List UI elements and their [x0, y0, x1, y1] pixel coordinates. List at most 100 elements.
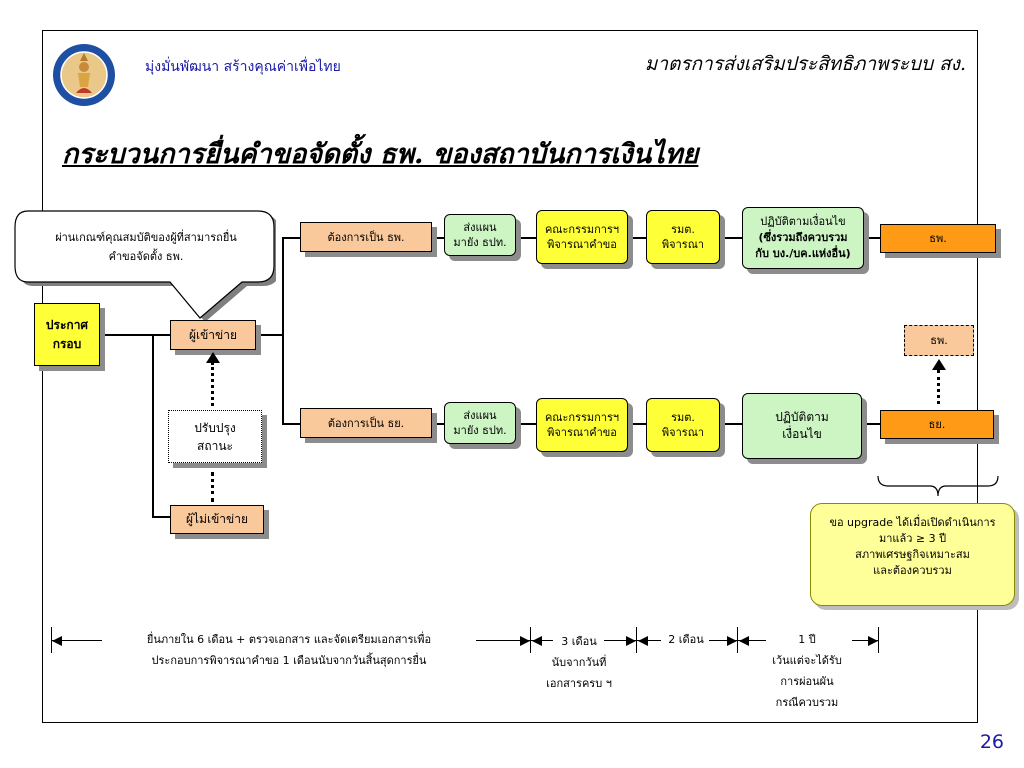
arrow-up-icon: [932, 359, 946, 370]
want-retail-bank-box: ต้องการเป็น ธย.: [300, 408, 432, 438]
connector: [282, 237, 284, 425]
box-line: พิจารณาคำขอ: [547, 238, 617, 251]
note-line: สภาพเศรษฐกิจเหมาะสม: [855, 548, 970, 561]
box-line: พิจารณา: [661, 238, 705, 251]
connector: [100, 334, 170, 336]
slide-frame: [42, 30, 978, 723]
send-plan-box-2: ส่งแผนมายัง ธปท.: [444, 402, 516, 444]
timeline-tick: [530, 627, 532, 653]
dotted-arrow-up: [211, 362, 214, 406]
box-label: ผู้เข้าข่าย: [188, 327, 238, 342]
timeline-label-3-months: 3 เดือน นับจากวันที่ เอกสารครบ ฯ: [534, 631, 624, 694]
box-line-part: (ซึ่งรวมถึง: [758, 231, 808, 244]
timeline-line: [637, 640, 661, 642]
timeline-label-1-year: 1 ปี เว้นแต่จะได้รับ การผ่อนผัน กรณีควบร…: [752, 629, 862, 713]
box-line: พิจารณาคำขอ: [547, 426, 617, 439]
bubble-text: ผ่านเกณฑ์คุณสมบัติของผู้ที่สามารถยื่น คำ…: [26, 228, 266, 266]
connector: [862, 423, 880, 425]
timeline-line-text: นับจากวันที่: [551, 656, 607, 669]
connector: [282, 423, 300, 425]
dotted-line: [211, 472, 214, 502]
connector: [864, 237, 880, 239]
timeline-label-2-months: 2 เดือน: [660, 629, 712, 650]
connector: [152, 516, 170, 518]
timeline-line: [604, 640, 636, 642]
timeline-line-text: ยื่นภายใน 6 เดือน + ตรวจเอกสาร และจัดเตร…: [146, 633, 432, 646]
box-line-part: ควบรวม: [807, 231, 848, 244]
box-line: สถานะ: [197, 438, 233, 453]
connector: [628, 423, 646, 425]
connector: [516, 237, 536, 239]
want-commercial-bank-box: ต้องการเป็น ธพ.: [300, 222, 432, 252]
timeline-line-text: ประกอบการพิจารณาคำขอ 1 เดือนนับจากวันสิ้…: [151, 654, 427, 667]
note-line: และต้องควบรวม: [873, 564, 952, 577]
slogan: มุ่งมั่นพัฒนา สร้างคุณค่าเพื่อไทย: [145, 59, 341, 75]
timeline-line: [738, 640, 766, 642]
bubble-line: คำขอจัดตั้ง ธพ.: [108, 250, 184, 263]
box-label: ผู้ไม่เข้าข่าย: [186, 512, 248, 526]
box-line: ปรับปรุง: [194, 420, 236, 435]
timeline-tick: [51, 627, 53, 653]
result-commercial-bank-box: ธพ.: [880, 224, 996, 253]
connector: [152, 334, 154, 518]
box-label: ธย.: [928, 418, 946, 431]
connector: [628, 237, 646, 239]
note-line: มาแล้ว ≥ 3 ปี: [878, 532, 947, 545]
timeline-tick: [636, 627, 638, 653]
connector: [256, 334, 284, 336]
not-eligible-box: ผู้ไม่เข้าข่าย: [170, 505, 264, 534]
box-line: พิจารณา: [661, 426, 705, 439]
page-title: กระบวนการยื่นคำขอจัดตั้ง ธพ. ของสถาบันกา…: [62, 139, 699, 170]
timeline-tick: [737, 627, 739, 653]
minister-box-2: รมต. พิจารณา: [646, 398, 720, 452]
connector: [720, 237, 742, 239]
box-line: มายัง ธปท.: [453, 236, 507, 249]
header-right-title: มาตรการส่งเสริมประสิทธิภาพระบบ สง.: [644, 53, 966, 75]
timeline-line-text: กรณีควบรวม: [775, 696, 839, 709]
box-line: ประกาศ: [45, 317, 89, 332]
box-line: รมต.: [671, 223, 695, 236]
timeline-line-text: 3 เดือน: [561, 635, 597, 648]
dotted-arrow-up: [937, 370, 940, 404]
box-label: ธพ.: [930, 334, 948, 347]
connector: [432, 237, 444, 239]
curly-brace: [877, 475, 999, 497]
box-line: มายัง ธปท.: [453, 424, 507, 437]
criteria-bubble: [14, 210, 276, 322]
connector: [432, 423, 444, 425]
box-line: ปฏิบัติตาม: [775, 410, 829, 424]
box-line: กับ บง./บค.แห่งอื่น): [755, 247, 851, 260]
improve-status-box: ปรับปรุงสถานะ: [168, 410, 262, 463]
box-line: ส่งแผน: [463, 409, 497, 422]
result-retail-bank-box: ธย.: [880, 410, 994, 439]
box-line: รมต.: [671, 411, 695, 424]
timeline-line-text: 2 เดือน: [668, 633, 704, 646]
box-line: ปฏิบัติตามเงื่อนไข: [760, 215, 846, 228]
timeline-tick: [878, 627, 880, 653]
box-line: ส่งแผน: [463, 221, 497, 234]
comply-conditions-box-1: ปฏิบัติตามเงื่อนไข (ซึ่งรวมถึงควบรวม กับ…: [742, 207, 864, 269]
timeline-line-text: เว้นแต่จะได้รับ: [772, 654, 842, 667]
box-line: คณะกรรมการฯ: [544, 411, 620, 424]
box-line: เงื่อนไข: [782, 427, 822, 441]
minister-box-1: รมต. พิจารณา: [646, 210, 720, 264]
eligible-box: ผู้เข้าข่าย: [170, 320, 256, 350]
comply-conditions-box-2: ปฏิบัติตามเงื่อนไข: [742, 393, 862, 459]
timeline-label-submit: ยื่นภายใน 6 เดือน + ตรวจเอกสาร และจัดเตร…: [104, 629, 474, 671]
committee-box-2: คณะกรรมการฯพิจารณาคำขอ: [536, 398, 628, 452]
connector: [720, 423, 742, 425]
box-line: (ซึ่งรวมถึงควบรวม: [755, 230, 850, 246]
announce-framework-box: ประกาศกรอบ: [34, 303, 100, 366]
box-line: คณะกรรมการฯ: [544, 223, 620, 236]
box-label: ธพ.: [929, 232, 947, 245]
timeline-line-text: 1 ปี: [798, 633, 816, 646]
committee-box-1: คณะกรรมการฯพิจารณาคำขอ: [536, 210, 628, 264]
timeline-arrowheads: [52, 636, 878, 646]
timeline-line: [709, 640, 737, 642]
box-label: ต้องการเป็น ธพ.: [327, 230, 405, 244]
timeline-line: [852, 640, 878, 642]
timeline-line: [52, 640, 102, 642]
page-number: 26: [979, 731, 1004, 753]
timeline-line-text: การผ่อนผัน: [780, 675, 834, 688]
upgrade-note: ขอ upgrade ได้เมื่อเปิดดำเนินการ มาแล้ว …: [810, 503, 1015, 606]
